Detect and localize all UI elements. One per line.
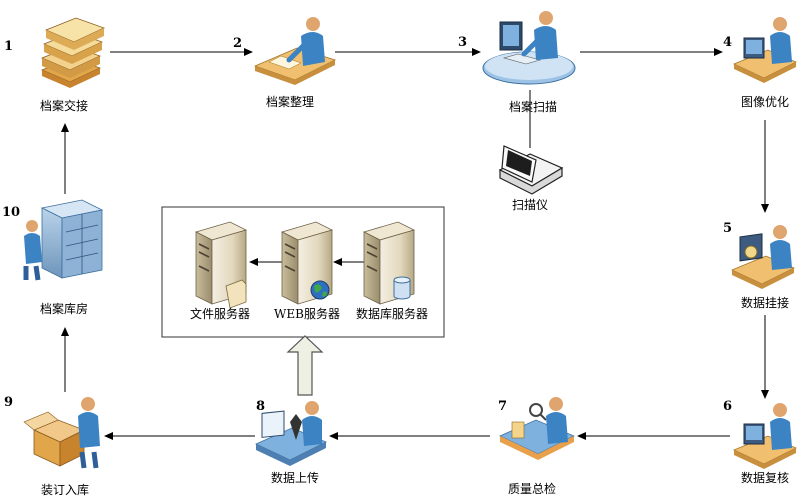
database-cylinder-icon <box>393 276 411 300</box>
step-label-3: 档案扫描 <box>509 99 557 114</box>
step-label-5: 数据挂接 <box>741 295 789 310</box>
person-sorting-icon <box>253 17 337 85</box>
binding-box-icon <box>23 397 100 469</box>
step-label-1: 档案交接 <box>40 98 88 113</box>
server-label-file: 文件服务器 <box>190 306 250 321</box>
globe-icon <box>310 280 330 300</box>
step-label-2: 档案整理 <box>266 94 314 109</box>
step-number-5: 5 <box>723 221 732 236</box>
step-label-10: 档案库房 <box>40 301 88 316</box>
server-label-web: WEB服务器 <box>274 306 340 321</box>
step-label-8: 数据上传 <box>271 470 319 485</box>
scanning-workstation-icon <box>482 11 576 85</box>
server-labels: 文件服务器 WEB服务器 数据库服务器 <box>190 306 428 321</box>
scanner-icon <box>498 145 564 195</box>
step-label-7: 质量总检 <box>508 481 556 496</box>
step-number-7: 7 <box>498 399 507 414</box>
data-review-operator-icon <box>733 403 797 469</box>
step-numbers: 1 2 3 4 5 6 7 8 9 10 <box>2 35 732 414</box>
step-label-6: 数据复核 <box>741 470 789 485</box>
server-label-database: 数据库服务器 <box>356 306 428 321</box>
database-server-icon <box>362 221 416 305</box>
scanner-label: 扫描仪 <box>512 198 548 212</box>
quality-inspection-icon <box>499 397 575 460</box>
upload-arrow <box>286 335 324 396</box>
step-number-3: 3 <box>458 35 467 50</box>
step-number-10: 10 <box>2 205 20 220</box>
archive-room-icon <box>23 199 104 281</box>
step-label-9: 装订入库 <box>41 482 89 497</box>
data-linking-operator-icon <box>731 225 795 289</box>
servers <box>194 221 416 309</box>
step-number-1: 1 <box>4 39 13 54</box>
step-number-4: 4 <box>723 35 732 50</box>
flow-arrows <box>61 48 769 440</box>
step-number-9: 9 <box>4 395 13 410</box>
step-number-6: 6 <box>723 399 732 414</box>
computer-operator-icon <box>733 17 797 83</box>
document-stack-icon <box>40 17 106 88</box>
step-number-8: 8 <box>256 399 265 414</box>
step-label-4: 图像优化 <box>741 95 789 109</box>
data-upload-operator-icon <box>255 401 327 466</box>
step-number-2: 2 <box>233 36 242 51</box>
step-labels: 档案交接 档案整理 档案扫描 图像优化 数据挂接 数据复核 质量总检 数据上传 … <box>40 94 789 497</box>
document-icon <box>225 279 247 309</box>
